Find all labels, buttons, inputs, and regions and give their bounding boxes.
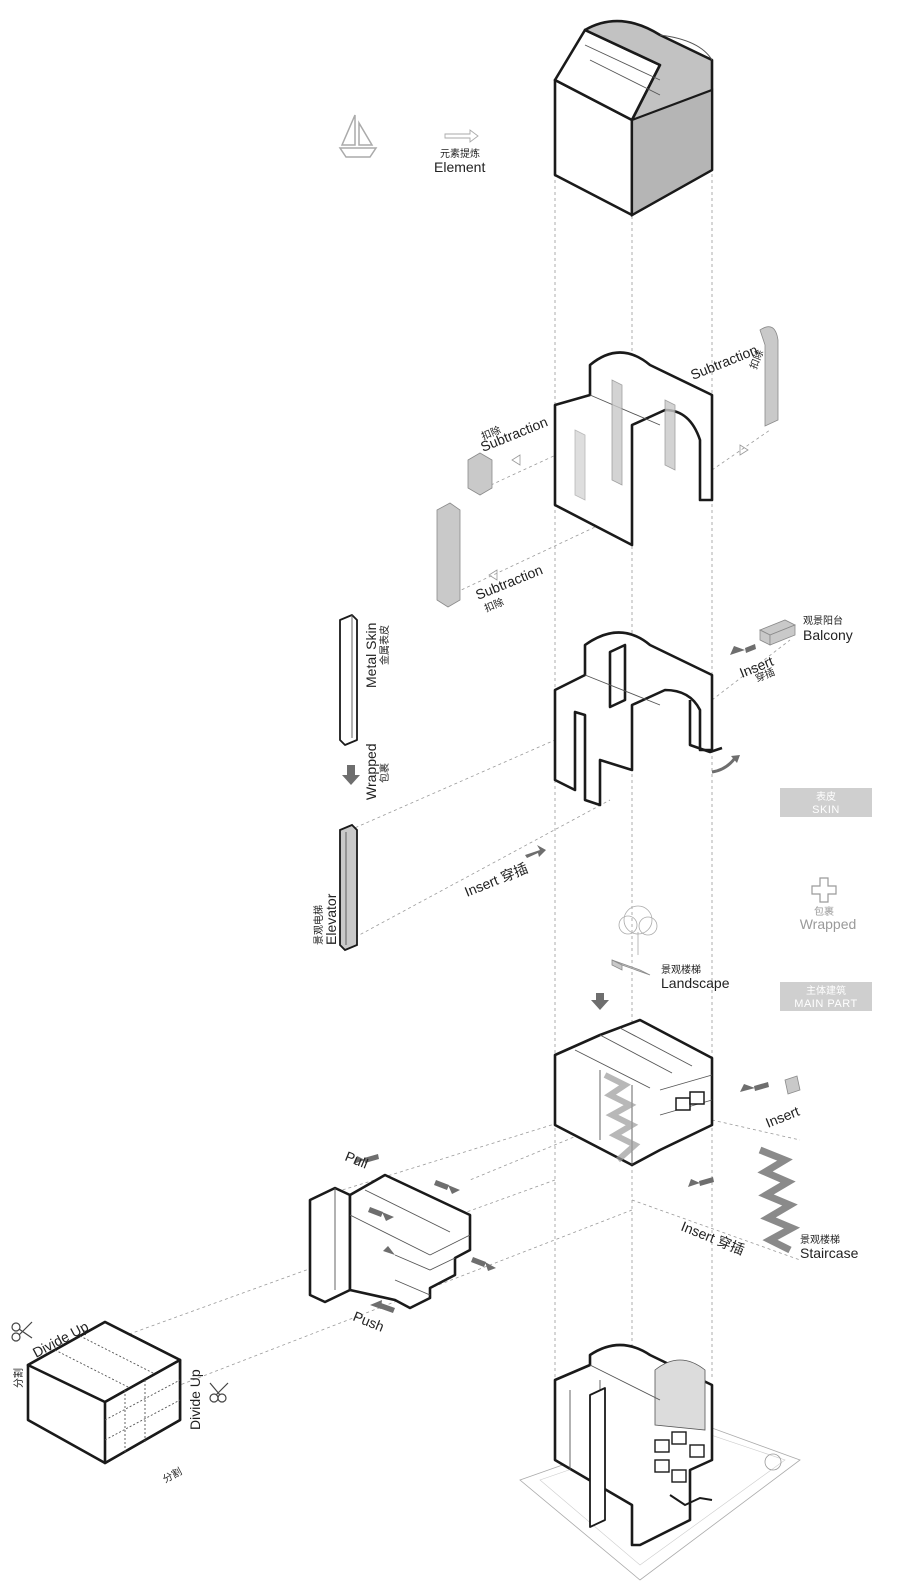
scissors-icon [11, 1321, 33, 1342]
main-tag-cn: 主体建筑 [806, 984, 846, 997]
legend-wrapped-cn: 包裹 [814, 905, 834, 918]
divide-side-cn: 分割 [160, 1465, 184, 1486]
wrapped-arrow [342, 765, 360, 785]
push-pull-block [308, 1173, 472, 1310]
skin-tag: 表皮 SKIN [780, 788, 872, 817]
main-block [553, 1018, 714, 1167]
subtraction-top-en: Subtraction [688, 341, 760, 382]
subtracted-piece-arch [759, 326, 779, 427]
metal-skin-cn: 金属表皮 [378, 625, 391, 665]
insert-elevator-label: Insert 穿插 [462, 860, 530, 900]
subtracted-piece-tall [436, 502, 461, 608]
pull-label: Pull [343, 1148, 371, 1172]
wrapped-en: Wrapped [363, 743, 379, 800]
arrow-icon [444, 129, 479, 143]
main-part-tag: 主体建筑 MAIN PART [780, 982, 872, 1011]
balcony-label-cn: 观景阳台 [803, 614, 843, 627]
landscape-en: Landscape [661, 975, 730, 991]
wrapped-cn: 包裹 [378, 763, 391, 783]
metal-skin-en: Metal Skin [363, 623, 379, 688]
legend-wrapped-en: Wrapped [800, 916, 857, 932]
divide-side-label: Divide Up [187, 1369, 203, 1430]
elevator-strip [339, 823, 358, 952]
element-label-cn: 元素提炼 [440, 147, 480, 160]
staircase-cn: 景观楼梯 [800, 1233, 840, 1246]
staircase-en: Staircase [800, 1245, 859, 1261]
insert-staircase-label: Insert 穿插 [679, 1218, 747, 1258]
insert-tube [784, 1075, 801, 1095]
element-block [553, 19, 714, 217]
push-label: Push [351, 1308, 387, 1335]
element-label-en: Element [434, 159, 485, 175]
divide-top-cn: 分割 [12, 1368, 25, 1388]
divide-cube [26, 1320, 182, 1465]
tree-icon [618, 905, 658, 955]
landscape-cn: 景观楼梯 [661, 963, 701, 976]
elevator-cn: 景观电梯 [312, 905, 325, 945]
staircase-piece [757, 1146, 801, 1254]
subtracted-piece-small [467, 452, 493, 496]
scissors-icon [209, 1382, 229, 1403]
insert-right-label: Insert [763, 1103, 802, 1131]
balcony-icon [759, 619, 796, 646]
final-building [519, 1343, 801, 1581]
metal-skin-strip [339, 614, 358, 746]
elevator-en: Elevator [323, 893, 339, 945]
main-tag-en: MAIN PART [794, 998, 857, 1010]
balcony-label-en: Balcony [803, 627, 853, 643]
subtraction-bottom-en: Subtraction [473, 561, 545, 602]
skin-tag-cn: 表皮 [816, 790, 836, 803]
skin-tag-en: SKIN [812, 804, 840, 816]
subtraction-block [553, 351, 714, 547]
sailboat-icon [338, 114, 378, 158]
skin-block [553, 631, 723, 807]
plus-icon [811, 877, 837, 903]
